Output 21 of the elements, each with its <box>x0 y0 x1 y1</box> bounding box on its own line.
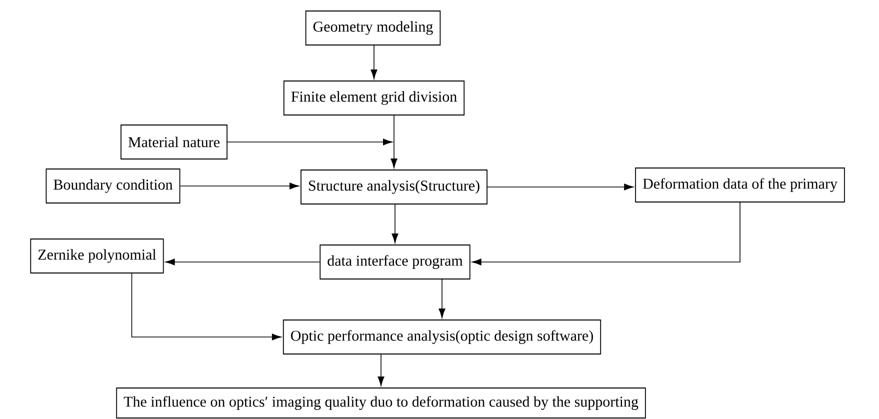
process-box: Structure analysis(Structure) <box>300 170 488 204</box>
arrow <box>165 258 320 266</box>
arrow <box>378 354 384 386</box>
process-box: Material nature <box>120 124 228 160</box>
arrow <box>392 204 398 244</box>
process-box: The influence on optics′ imaging quality duo to deformation caused by the supporting <box>116 388 646 418</box>
arrow <box>227 138 392 146</box>
process-box: Optic performance analysis(optic design software) <box>282 320 602 354</box>
process-box: Boundary condition <box>46 168 180 204</box>
process-box: Zernike polynomial <box>30 238 164 274</box>
process-box: Deformation data of the primary <box>635 168 845 202</box>
arrow <box>487 184 634 190</box>
process-box: Geometry modeling <box>305 10 441 46</box>
process-box: Finite element grid division <box>283 80 465 116</box>
process-box: data interface program <box>320 244 470 280</box>
arrow <box>390 115 398 168</box>
arrow <box>472 202 740 266</box>
arrow <box>438 279 446 318</box>
arrow <box>370 45 378 80</box>
arrow <box>180 182 300 190</box>
arrow <box>131 273 282 340</box>
